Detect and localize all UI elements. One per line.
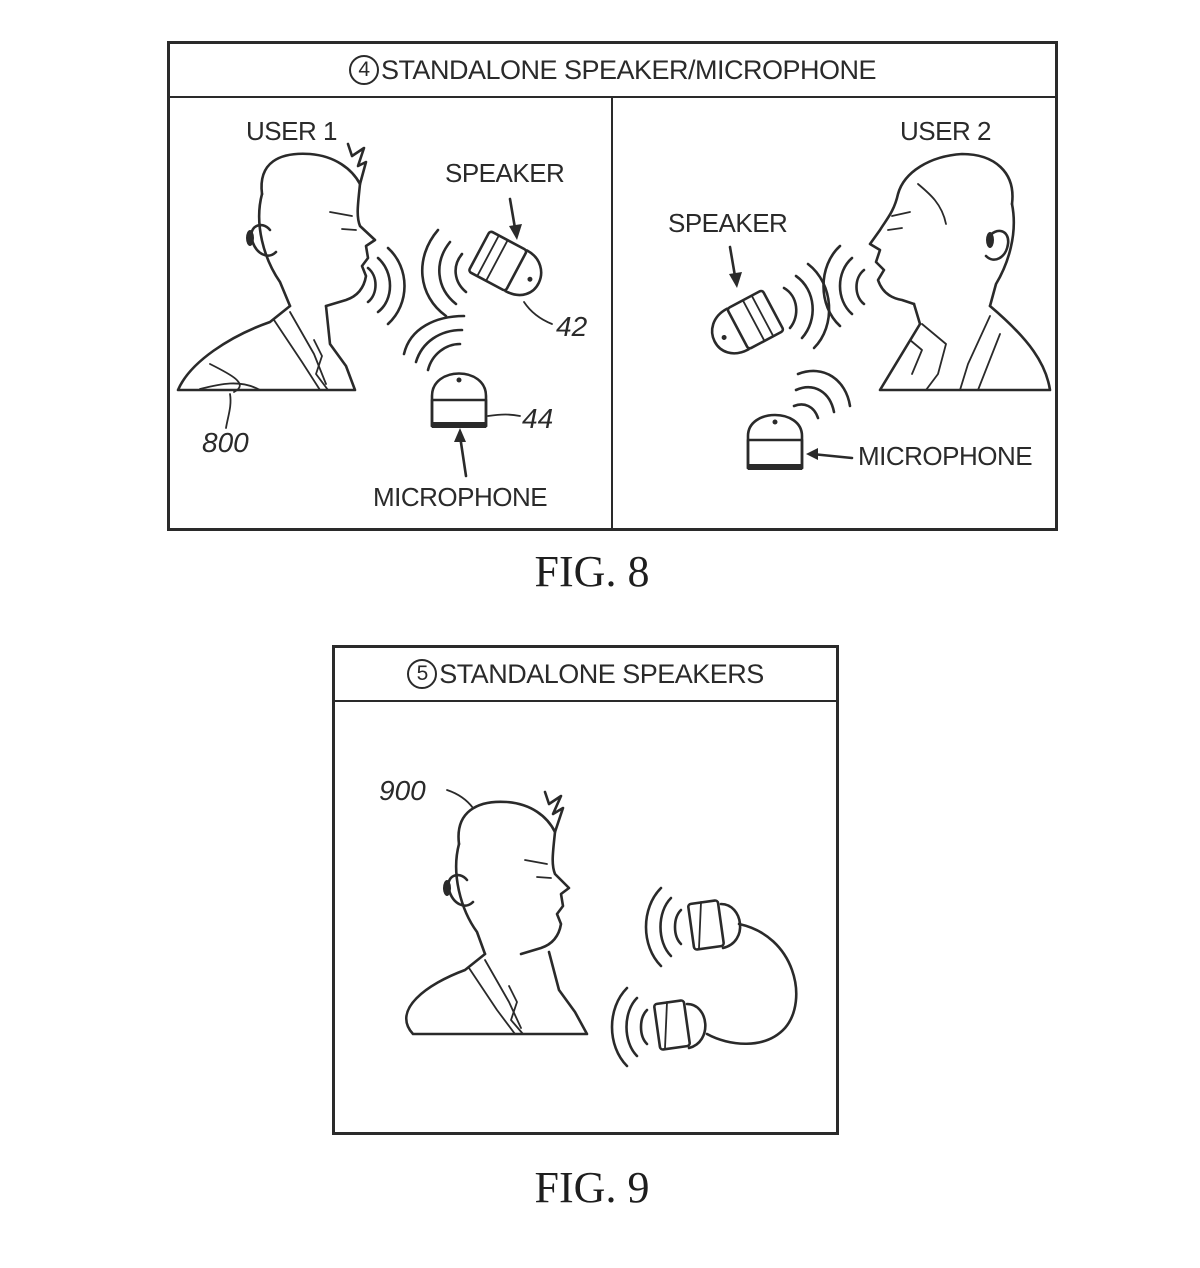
speaker-42-waves (420, 228, 468, 318)
user2-label: USER 2 (900, 116, 991, 146)
fig9-title-bar: 5 STANDALONE SPEAKERS (335, 648, 836, 702)
ref-42: 42 (556, 311, 588, 342)
ref-44: 44 (522, 403, 553, 434)
earbud-upper-waves (644, 886, 683, 968)
speaker-right-waves (782, 262, 831, 350)
user1-label: USER 1 (246, 116, 337, 146)
fig8-title: STANDALONE SPEAKER/MICROPHONE (380, 54, 877, 85)
user1-figure (176, 142, 377, 393)
microphone-right-label: MICROPHONE (858, 441, 1032, 471)
ref-44-leader (487, 413, 521, 417)
ref-800-leader (225, 393, 232, 429)
fig8-caption: FIG. 8 (534, 547, 650, 596)
microphone-right-waves (792, 369, 852, 420)
fig9-caption: FIG. 9 (534, 1163, 650, 1212)
speaker-right (710, 289, 785, 355)
microphone-44 (430, 372, 488, 428)
microphone-right (746, 413, 804, 470)
fig8-illustration: USER 1 USER 2 SPEAKER SPEAKER MICROPHONE… (176, 116, 1052, 512)
earbud-cable (705, 922, 798, 1046)
microphone-left-label: MICROPHONE (373, 482, 547, 512)
microphone-right-arrow (810, 452, 854, 460)
fig9-panel: 5 STANDALONE SPEAKERS (332, 645, 839, 1135)
user2-figure (868, 152, 1052, 392)
ref-900-leader (446, 789, 474, 809)
microphone-left-arrow (458, 434, 468, 478)
fig8-divider (611, 96, 613, 528)
fig9-step-number: 5 (407, 659, 438, 689)
fig9-title: STANDALONE SPEAKERS (439, 658, 764, 689)
earbud-lower (653, 999, 707, 1051)
fig8-panel: 4 STANDALONE SPEAKER/MICROPHONE (167, 41, 1058, 531)
user-900-figure (405, 790, 589, 1036)
user1-voice-waves (366, 246, 406, 326)
speaker-right-label: SPEAKER (668, 208, 787, 238)
speaker-42 (468, 230, 543, 297)
earbud-upper (687, 899, 742, 951)
fig9-illustration: 900 (379, 775, 798, 1068)
microphone-44-waves (402, 314, 466, 372)
ref-800: 800 (202, 427, 249, 458)
speaker-left-label: SPEAKER (445, 158, 564, 188)
fig8-step-number: 4 (348, 55, 379, 85)
ref-900: 900 (379, 775, 426, 806)
earbud-lower-waves (610, 986, 649, 1068)
ref-42-leader (523, 301, 553, 325)
